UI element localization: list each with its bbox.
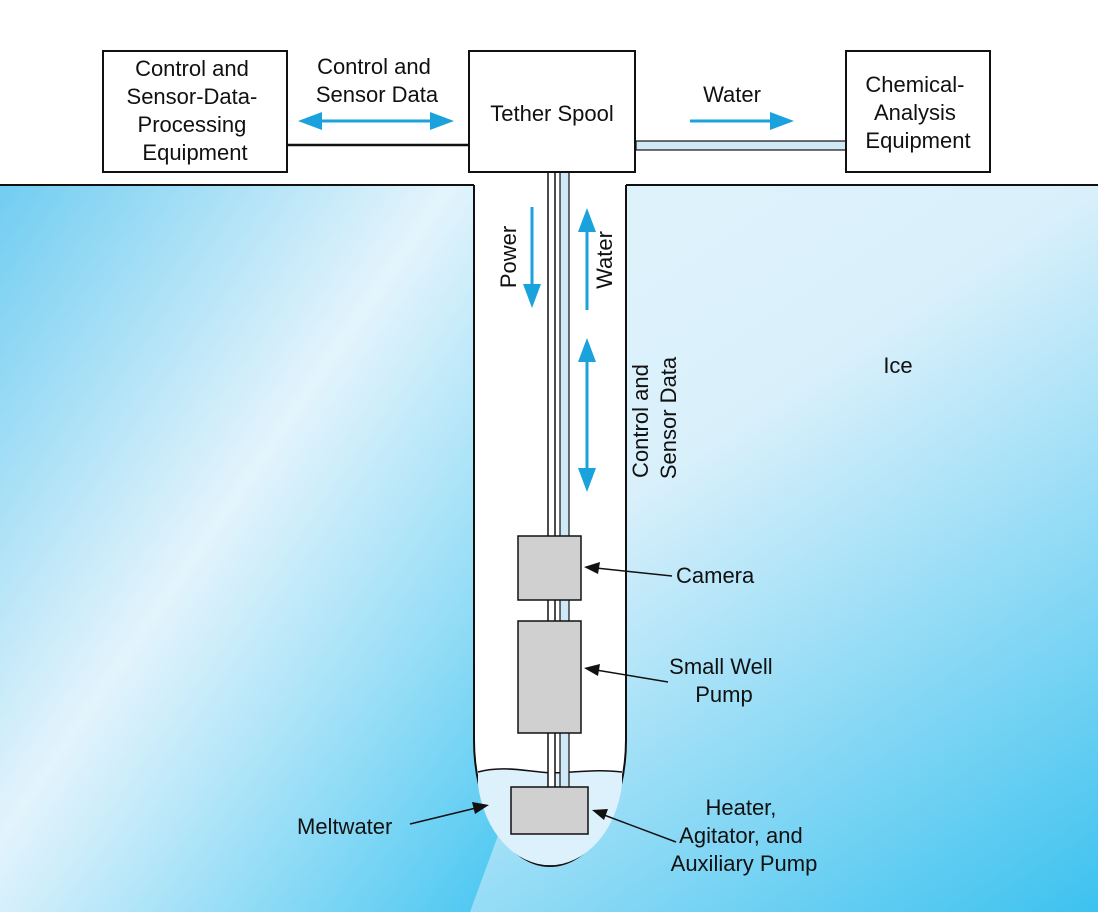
meltwater-label: Meltwater: [297, 814, 392, 839]
power-label: Power: [496, 226, 521, 288]
water-top-label: Water: [703, 82, 761, 107]
water-vertical-label: Water: [592, 231, 617, 289]
control-data-vertical-arrow: [578, 338, 596, 492]
control-data-double-arrow: [298, 112, 454, 130]
camera-label: Camera: [676, 563, 755, 588]
camera-leader: [584, 562, 673, 577]
pump-leader: [584, 664, 669, 683]
heater-leader: [592, 809, 677, 843]
tether-spool-box: [468, 50, 636, 173]
heater-label: Heater, Agitator, and Auxiliary Pump: [671, 795, 818, 876]
ice-left-shade: [0, 185, 500, 912]
water-hose-horizontal: [635, 140, 847, 151]
water-arrow-up: [578, 208, 596, 310]
control-processing-box: [102, 50, 288, 173]
control-processing-text: Control and Sensor-Data- Processing Equi…: [127, 56, 264, 165]
water-top-arrow: [690, 112, 794, 130]
power-arrow-down: [523, 207, 541, 308]
camera-unit: [517, 535, 582, 601]
control-sensor-vertical-label: Control and Sensor Data: [628, 356, 681, 479]
control-sensor-top-label: Control and Sensor Data: [316, 54, 439, 107]
small-well-pump-label: Small Well Pump: [669, 654, 779, 707]
chemical-analysis-box: [845, 50, 991, 173]
tether-spool-text: Tether Spool: [490, 101, 614, 126]
ice-label: Ice: [883, 353, 912, 378]
chemical-analysis-text: Chemical- Analysis Equipment: [865, 72, 970, 153]
heater-unit: [510, 786, 589, 835]
meltwater-surface: [477, 768, 623, 774]
small-well-pump-unit: [517, 620, 582, 734]
meltwater-leader: [409, 802, 489, 825]
